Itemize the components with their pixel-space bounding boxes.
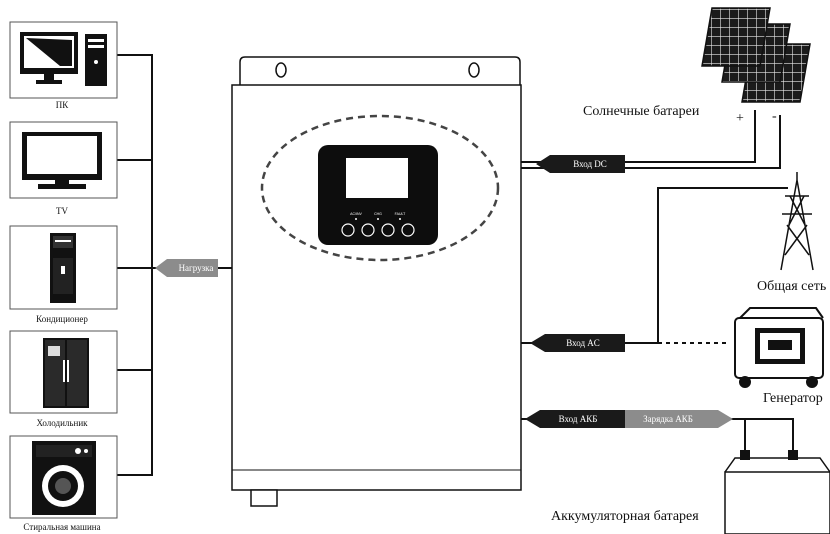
dc-input-label: Вход DC [573, 159, 607, 169]
battery-icon [724, 450, 830, 534]
ac-input-arrow: Вход AC [530, 334, 625, 352]
ac-input-label: Вход AC [566, 338, 600, 348]
panel-button-4[interactable] [401, 223, 415, 237]
load-arrow: Нагрузка [155, 259, 218, 277]
washer-label: Стиральная машина [23, 522, 100, 532]
generator-icon [734, 307, 824, 388]
battery-charge-arrow: Зарядка АКБ [625, 410, 733, 428]
washing-machine-icon [32, 441, 96, 515]
pc-label: ПК [56, 100, 69, 110]
fridge-label: Холодильник [36, 418, 88, 428]
battery-input-arrow: Вход АКБ [525, 410, 625, 428]
load-arrow-label: Нагрузка [179, 263, 214, 273]
ac-label: Кондиционер [36, 314, 88, 324]
solar-plus: + [736, 111, 744, 126]
grid-label: Общая сеть [757, 279, 826, 294]
refrigerator-icon [43, 338, 89, 408]
panel-button-1[interactable] [341, 223, 355, 237]
battery-label: Аккумуляторная батарея [551, 509, 699, 524]
led-label-fault: FAULT [395, 212, 406, 216]
appliance-pc: ПК [9, 21, 118, 110]
dc-input-arrow: Вход DC [536, 155, 625, 173]
inverter-unit: AC/INV CHG FAULT [231, 56, 522, 507]
solar-panels-icon [701, 7, 811, 103]
tv-icon [22, 132, 102, 189]
panel-button-2[interactable] [361, 223, 375, 237]
led-label-ac: AC/INV [350, 212, 362, 216]
solar-label: Солнечные батареи [583, 104, 700, 119]
appliance-ac: Кондиционер [9, 225, 118, 324]
solar-minus: - [772, 109, 777, 124]
battery-input-label: Вход АКБ [559, 414, 598, 424]
generator-label: Генератор [763, 391, 823, 406]
control-panel: AC/INV CHG FAULT [318, 145, 438, 245]
appliance-tv: TV [9, 121, 118, 216]
battery-charge-label: Зарядка АКБ [643, 414, 693, 424]
power-tower-icon [780, 172, 814, 271]
appliance-fridge: Холодильник [9, 330, 118, 428]
led-label-chg: CHG [374, 212, 382, 216]
panel-button-3[interactable] [381, 223, 395, 237]
tv-label: TV [56, 206, 68, 216]
appliance-washer: Стиральная машина [9, 435, 118, 532]
air-conditioner-icon [50, 233, 76, 303]
pc-icon [20, 32, 107, 86]
